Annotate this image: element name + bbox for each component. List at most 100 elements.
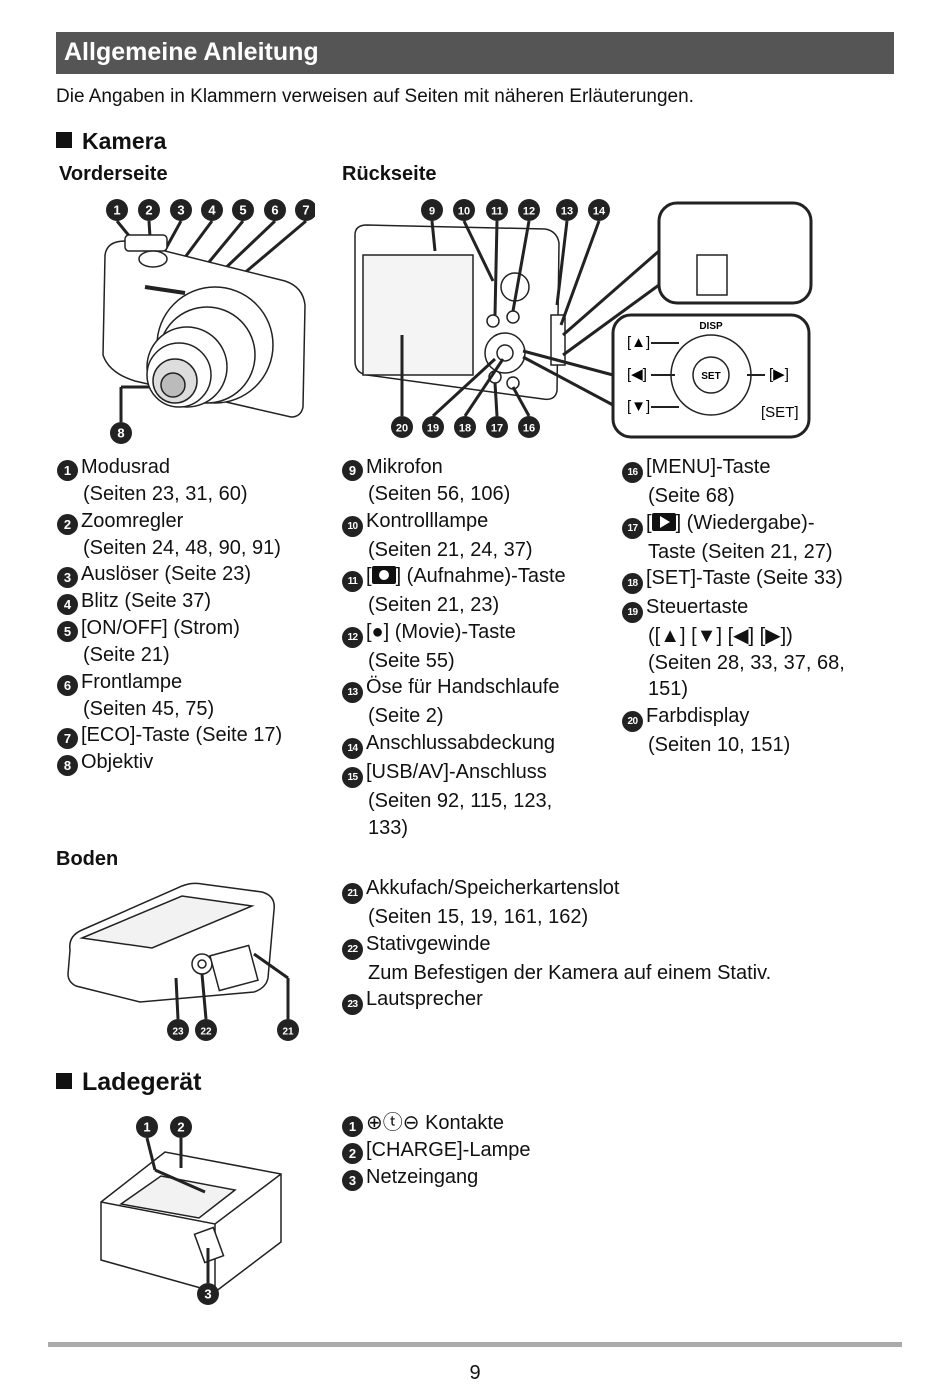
kamera-heading-text: Kamera [82,128,167,154]
item-text: Öse für Handschlaufe [366,676,560,699]
callout-number: 1 [143,1120,150,1135]
callout-number: 3 [177,203,184,218]
item-text: Blitz (Seite 37) [81,590,212,613]
item-line: 11[] (Aufnahme)-Taste [342,563,612,593]
dpad-disp-label: DISP [699,321,723,332]
item-text: Kontakte [419,1112,505,1134]
dpad-set-label: SET [701,371,720,382]
callout-number: 10 [458,206,470,218]
square-bullet-icon [56,1073,72,1089]
callout-number: 14 [593,206,606,218]
item-number-badge: 7 [57,728,78,750]
item-text: [●] (Movie)-Taste [366,620,516,643]
callout-4 [201,199,223,221]
item-pages: Taste (Seiten 21, 27) [648,540,833,563]
item-text: [CHARGE]-Lampe [366,1139,531,1161]
item-number-badge: 15 [342,766,363,788]
list-item: 12[●] (Movie)-Taste(Seite 55) [342,619,612,675]
item-pages: (Seite 21) [83,644,170,667]
item-number-badge: 2 [342,1143,363,1164]
item-line: 1⊕ⓣ⊖ Kontakte [342,1110,742,1137]
item-number-badge: 18 [622,573,643,595]
square-bullet-icon [56,132,72,148]
camera-back-illustration: 91011121314152019181716 SET DISP [▲] [◀]… [354,199,813,439]
item-number-badge: 14 [342,737,363,759]
item-pages: (Seiten 15, 19, 161, 162) [368,906,589,928]
callout-5 [232,199,254,221]
callout-number: 17 [491,423,503,435]
callout-number: 11 [491,206,503,218]
kamera-heading: Kamera [56,128,166,155]
item-text: Anschlussabdeckung [366,731,556,754]
item-text: [MENU]-Taste [646,456,771,478]
item-number-badge: 19 [622,602,643,624]
callout-number: 20 [396,423,408,435]
page-title: Allgemeine Anleitung [64,38,319,66]
bottom-callouts [167,1019,299,1041]
item-text: Stativgewinde [366,932,491,955]
callout-number: 2 [177,1120,184,1135]
item-line: 7[ECO]-Taste (Seite 17) [57,722,327,750]
list-item: 17[] (Wiedergabe)-Taste (Seiten 21, 27) [622,510,892,566]
item-pages: (Seiten 28, 33, 37, 68, [648,651,845,674]
charger-callouts [136,1116,219,1305]
item-number-badge: 6 [57,674,78,696]
item-text: [ON/OFF] (Strom) [81,617,240,640]
front-label: Vorderseite [59,163,168,185]
bottom-label: Boden [56,848,119,870]
item-text: Netzeingang [366,1166,479,1188]
item-text: [ [366,565,372,588]
item-text: Objektiv [81,751,154,774]
play-icon [651,512,676,531]
item-pages: (Seiten 45, 75) [83,697,215,720]
callout-number: 13 [561,206,573,218]
item-text: Auslöser (Seite 23) [81,563,252,586]
callout-1 [106,199,128,221]
ladegeraet-heading: Ladegerät [56,1068,201,1097]
item-pages: (Seiten 10, 151) [648,733,791,756]
item-text: Kontrolllampe [366,509,489,532]
item-text: [ [646,511,652,534]
item-pages: (Seite 68) [648,485,735,507]
item-number-badge: 1 [57,460,78,481]
callout-6 [264,199,286,221]
section-title-bar: Allgemeine Anleitung [56,32,894,74]
back-label: Rückseite [342,163,437,185]
item-text: Frontlampe [81,670,183,693]
callout-number: 6 [271,203,278,218]
item-number-badge: 4 [57,594,78,616]
callout-number: 1 [113,203,120,218]
item-pages: (Seiten 56, 106) [368,483,511,505]
list-item: 16[MENU]-Taste(Seite 68) [622,454,892,510]
item-text: Zoomregler [81,509,184,532]
item-number-badge: 23 [342,994,363,1016]
item-number-badge: 17 [622,517,643,539]
item-pages: 133) [368,816,409,839]
item-pages: (Seiten 92, 115, 123, [368,789,553,812]
list-item: 2[CHARGE]-Lampe [342,1137,742,1164]
dpad-up-label: [▲] [627,334,650,351]
